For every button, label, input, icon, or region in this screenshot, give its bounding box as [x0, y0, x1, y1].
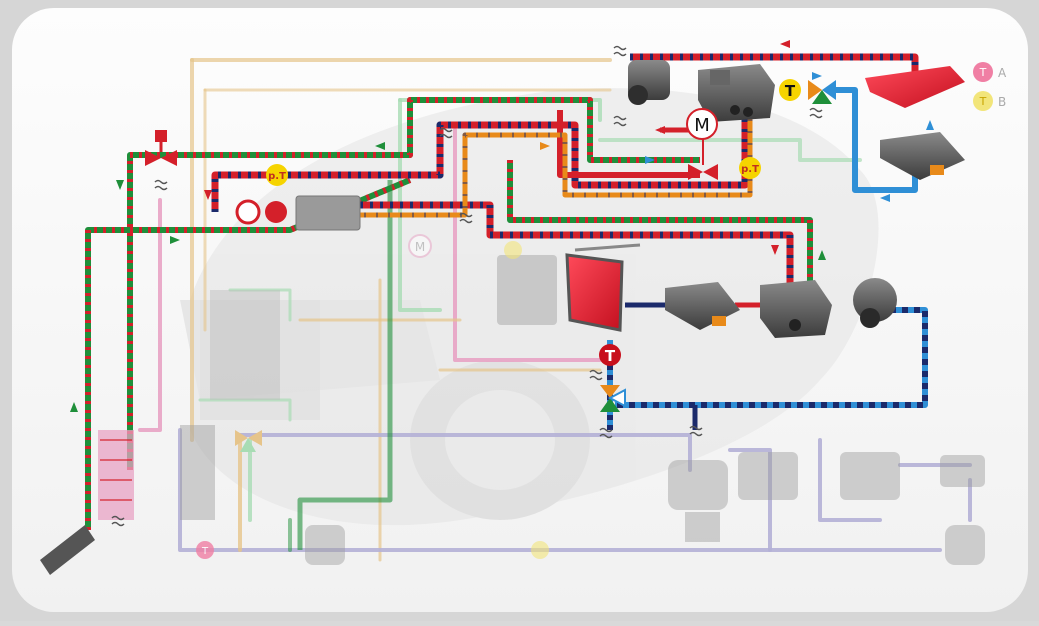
components	[40, 60, 985, 575]
motor-label: M	[694, 115, 710, 136]
pt-marker-top: p.T	[266, 164, 288, 186]
pt-label-right: p.T	[741, 164, 759, 175]
exhaust-part	[40, 525, 95, 575]
main-radiator	[565, 243, 641, 332]
legend-b-letter: T	[979, 95, 987, 108]
battery-module-middle	[665, 282, 740, 330]
power-electronics	[760, 280, 832, 338]
t-label-center: T	[605, 347, 616, 365]
legend-a-letter: T	[979, 66, 987, 79]
pump-ring-icon	[235, 199, 261, 225]
heat-exchanger	[295, 195, 361, 231]
ghost-motor-marker: M	[408, 234, 432, 258]
pump-solid-icon	[265, 201, 287, 223]
valve-motor	[688, 135, 718, 180]
ghost-t-label: T	[201, 546, 209, 557]
valve-lower-center	[600, 385, 626, 412]
battery-module-top	[880, 132, 965, 180]
pt-marker-right: p.T	[739, 157, 761, 179]
left-pink-radiator	[98, 430, 134, 520]
legend-item-b: T B	[973, 91, 1006, 111]
electric-motor	[853, 278, 897, 328]
motor-marker: M	[686, 108, 718, 140]
legend-a-label: A	[998, 66, 1007, 80]
ghost-t-marker-yellow	[504, 241, 549, 559]
top-pump	[628, 60, 670, 105]
temperature-marker-top: T	[779, 79, 801, 101]
wave-markers	[111, 45, 823, 527]
legend: T A T B	[973, 62, 1007, 111]
valve-lower-left	[235, 430, 262, 452]
top-heater-block	[698, 64, 775, 122]
legend-b-label: B	[998, 95, 1006, 109]
pt-label-top: p.T	[268, 171, 286, 182]
valve-left-top	[145, 130, 177, 166]
ghost-t-marker-pink: T	[196, 541, 214, 559]
ghost-motor-label: M	[415, 240, 425, 254]
red-circuit	[211, 53, 919, 290]
top-radiator	[865, 66, 965, 108]
flow-arrows	[70, 40, 934, 412]
valve-top-right	[808, 80, 836, 104]
ghost-components	[180, 255, 985, 565]
t-label-top: T	[785, 82, 796, 100]
temperature-marker-center: T	[599, 344, 621, 366]
legend-item-a: T A	[973, 62, 1007, 82]
